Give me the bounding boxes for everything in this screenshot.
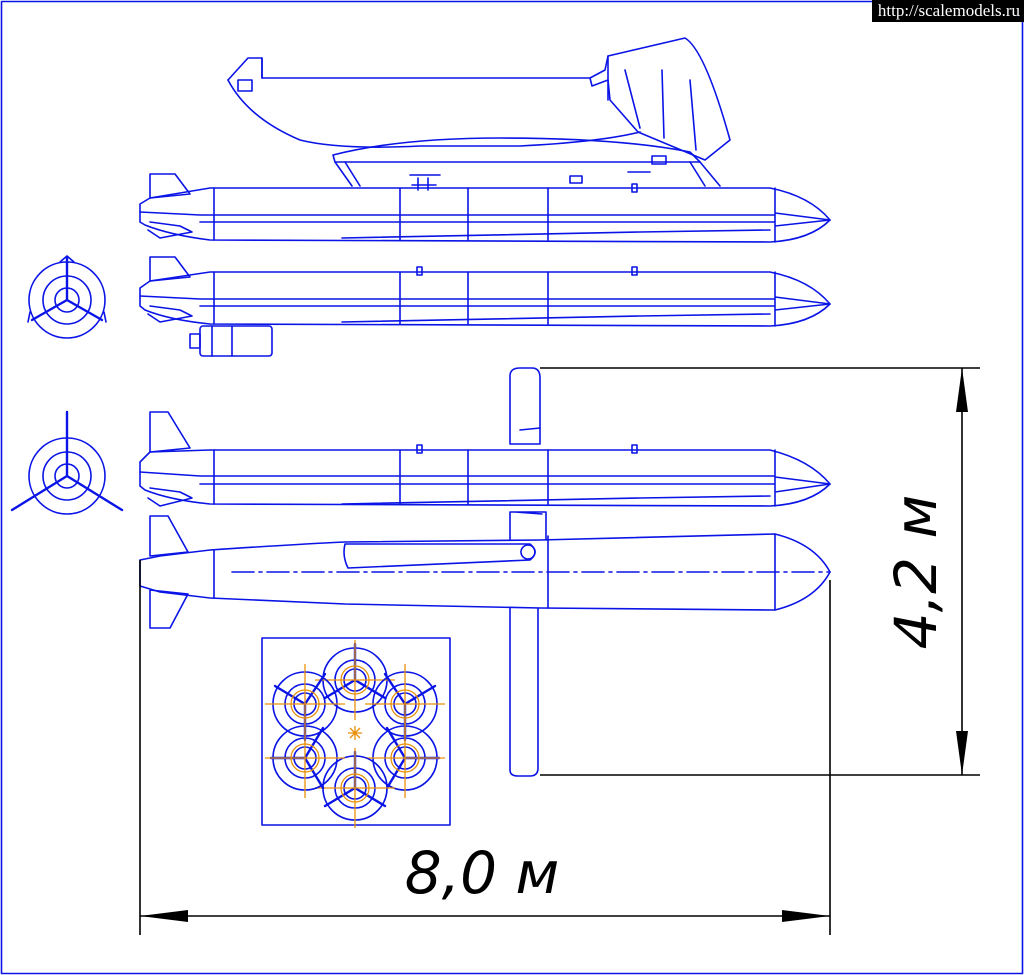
launcher-cell (265, 718, 345, 798)
height-dimension (540, 367, 980, 776)
launcher-cell (315, 748, 395, 828)
launcher-cell (265, 664, 345, 744)
length-label: 8,0 м (405, 839, 559, 907)
launcher-cell (315, 640, 395, 720)
launcher-cell (365, 718, 445, 798)
length-dimension (139, 560, 831, 935)
watermark: http://scalemodels.ru (871, 0, 1024, 22)
missile-top-view (139, 511, 831, 777)
end-view-folded (27, 255, 107, 339)
missile-side-view-3 (139, 367, 831, 507)
missile-side-view-1 (139, 173, 831, 243)
end-view-deployed (10, 410, 124, 515)
height-label: 4,2 м (882, 495, 950, 649)
revolver-launcher-section (261, 637, 451, 828)
missile-side-view-2 (139, 256, 831, 357)
launcher-pylon (227, 37, 731, 191)
